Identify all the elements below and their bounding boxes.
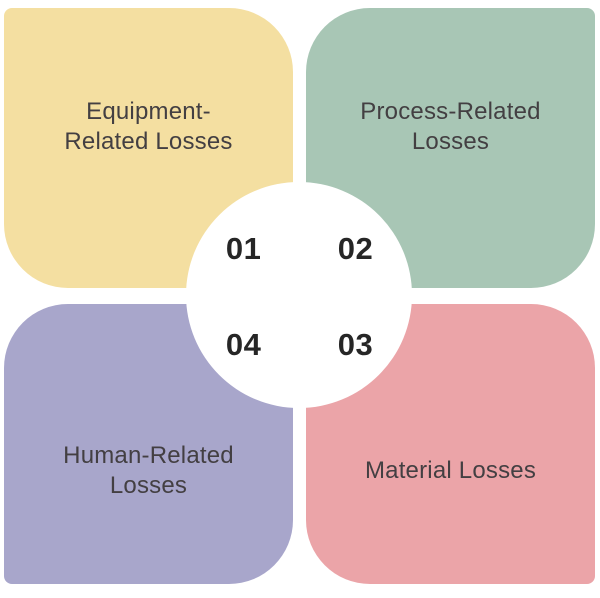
step-number-04: 04 [225, 326, 262, 362]
human-related-losses-label: Human-Related Losses [63, 442, 234, 499]
step-number-02: 02 [337, 230, 374, 266]
step-number-01: 01 [225, 230, 262, 266]
center-number-circle: 01 02 03 04 [186, 182, 412, 408]
material-losses-label: Material Losses [364, 457, 537, 484]
step-number-03: 03 [337, 326, 374, 362]
process-related-losses-label: Process-Related Losses [360, 98, 541, 155]
quadrant-equipment-related-losses: Equipment- Related Losses [4, 8, 293, 288]
equipment-related-losses-label: Equipment- Related Losses [64, 98, 233, 155]
